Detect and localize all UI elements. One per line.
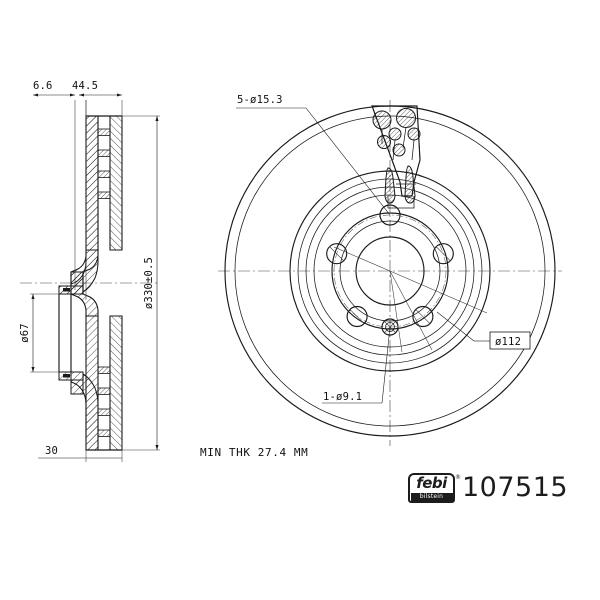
- vane-section-circle: [392, 143, 406, 157]
- front-face-view: 5-ø15.3 1-ø9.1 ø112 MIN THK 27.4 MM: [200, 94, 562, 459]
- cross-section-view: 6.6 44.5 ø67 ø330±0.5 30: [19, 80, 160, 462]
- callout-bolt-holes: 5-ø15.3: [236, 94, 391, 216]
- dimension-outer-diameter-label: ø330±0.5: [143, 257, 155, 309]
- febi-bilstein-logo: febi bilstein ®: [408, 473, 461, 503]
- dimension-outer-diameter: ø330±0.5: [143, 115, 159, 451]
- bell-transition-upper: [70, 115, 99, 293]
- vane-section-circle: [372, 110, 392, 130]
- bolt-hole: [432, 243, 454, 265]
- callout-locating-hole: 1-ø9.1: [322, 326, 391, 404]
- construction-ray-4: [389, 270, 433, 351]
- construction-ray-2: [333, 246, 391, 272]
- hub-flange-inner-circle: [339, 220, 441, 322]
- note-min-thickness: MIN THK 27.4 MM: [200, 446, 308, 459]
- bolt-hole: [412, 305, 434, 328]
- bolt-hole: [346, 305, 368, 328]
- locating-pin-hole-inner: [385, 322, 395, 332]
- logo-secondary-text: bilstein: [410, 493, 453, 501]
- callout-pitch-circle: ø112: [436, 311, 531, 350]
- callout-bolt-holes-label: 5-ø15.3: [237, 94, 283, 106]
- bell-transition-lower: [70, 373, 99, 451]
- dimension-overall-width-label: 44.5: [72, 80, 98, 92]
- vane-section-circle: [407, 127, 421, 141]
- vane-section-circle: [396, 108, 416, 128]
- part-number: 107515: [462, 472, 569, 503]
- cutaway-vane-sector: [371, 105, 421, 209]
- construction-ray-3: [389, 270, 403, 353]
- construction-ray-1: [389, 270, 488, 314]
- vane-section-elongated: [384, 167, 396, 204]
- locating-pin-hole: [381, 318, 399, 336]
- callout-locating-hole-label: 1-ø9.1: [323, 391, 362, 403]
- dimension-overall-width: 44.5: [72, 80, 123, 97]
- brand-block: febi bilstein ® 107515: [408, 473, 568, 503]
- vane-section-elongated: [404, 165, 416, 204]
- hub-barrel: [58, 285, 72, 381]
- center-bore-circle: [355, 236, 425, 306]
- logo-primary-text: febi: [416, 474, 447, 492]
- dimension-disc-thickness: 30: [38, 445, 122, 459]
- bolt-hole: [326, 243, 348, 265]
- callout-pitch-circle-label: ø112: [495, 336, 521, 348]
- callout-pitch-circle-box: [489, 331, 531, 350]
- bolt-hole-group: [326, 204, 454, 328]
- dimension-bore-diameter: ø67: [19, 293, 35, 373]
- dimension-disc-thickness-label: 30: [45, 445, 58, 457]
- bolt-hole: [379, 204, 401, 226]
- dimension-hub-offset: 6.6: [32, 80, 76, 97]
- dimension-bore-diameter-label: ø67: [19, 323, 31, 343]
- registered-trademark-icon: ®: [455, 474, 461, 481]
- dimension-hub-offset-label: 6.6: [33, 80, 53, 92]
- vane-section-circle: [388, 127, 402, 141]
- vane-section-circle: [377, 135, 391, 149]
